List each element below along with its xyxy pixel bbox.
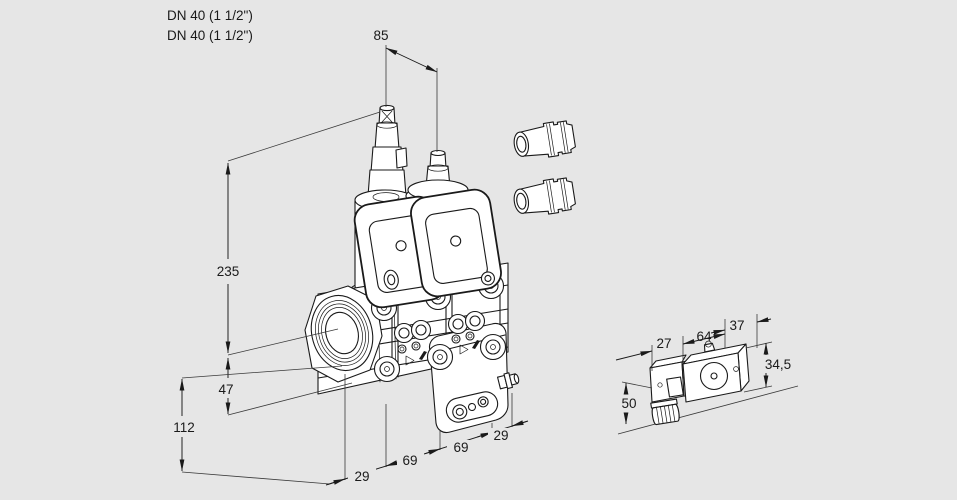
valve-shield-housings [353,188,502,309]
dim-85-value: 85 [373,28,388,43]
dim-47-value: 47 [218,382,233,397]
flow-direction-marks [405,340,480,366]
dim-112: 112 [173,365,343,485]
dim-235: 235 [217,111,381,356]
dim-50-value: 50 [621,396,636,411]
valve-regulator-block [428,322,520,434]
dim-coil-34-5: 34,5 [743,341,791,393]
dim-235-value: 235 [217,264,240,279]
cable-gland-bottom [513,177,576,215]
dim-coil-50: 50 [621,381,653,425]
pressure-tap-bosses [393,310,486,344]
coil-side-drawing [617,340,799,435]
dimension-lines: 85 235 47 112 [173,27,791,486]
dim-coil-37: 37 [710,314,772,348]
valve-test-nipple [496,372,520,390]
dim-69-right-value: 69 [453,440,468,455]
dim-coil-64: 64 [682,319,726,348]
port-label-line1: DN 40 (1 1/2") [167,8,253,23]
dim-29-left-value: 29 [354,469,369,484]
port-size-labels: DN 40 (1 1/2") DN 40 (1 1/2") [167,8,253,43]
valve-left-spindle [367,104,408,197]
valve-isometric-drawing [304,104,520,434]
dim-69-left-value: 69 [402,453,417,468]
dim-bottom-chain: 29 69 69 29 [325,374,529,486]
dim-37-value: 37 [729,318,744,333]
coil-cable-nut [650,398,680,426]
dim-112-value: 112 [173,420,195,435]
dim-85: 85 [367,27,438,152]
valve-inlet-flange [304,285,383,383]
dim-64-value: 64 [696,329,712,344]
dim-47: 47 [218,357,353,416]
port-label-line2: DN 40 (1 1/2") [167,28,253,43]
dim-27-value: 27 [656,336,671,351]
dim-34-5-value: 34,5 [765,357,791,372]
dim-29-right-value: 29 [493,428,508,443]
cable-gland-top [513,120,576,158]
